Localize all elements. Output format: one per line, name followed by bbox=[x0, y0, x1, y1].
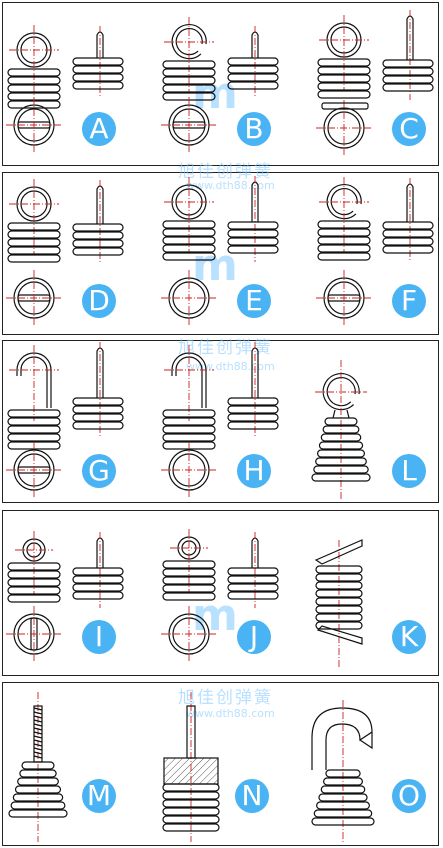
spring-I bbox=[6, 531, 124, 662]
label-badge-a: A bbox=[82, 112, 116, 146]
spring-A bbox=[6, 25, 124, 153]
spring-M bbox=[8, 692, 68, 842]
panel-row-5 bbox=[2, 682, 439, 846]
spring-K bbox=[314, 539, 363, 668]
label-badge-j: J bbox=[237, 620, 271, 654]
label-badge-m: M bbox=[82, 779, 116, 813]
label-badge-h: H bbox=[237, 454, 271, 488]
spring-N bbox=[162, 692, 220, 842]
label-badge-k: K bbox=[392, 620, 426, 654]
spring-F bbox=[316, 177, 434, 326]
label-badge-f: F bbox=[392, 284, 426, 318]
spring-E bbox=[161, 176, 279, 326]
panel-row-4 bbox=[2, 510, 439, 676]
label-badge-b: B bbox=[237, 112, 271, 146]
spring-C bbox=[316, 10, 434, 156]
spring-L bbox=[311, 360, 371, 500]
label-badge-i: I bbox=[82, 620, 116, 654]
panel-row-3 bbox=[2, 340, 439, 503]
spring-B bbox=[161, 17, 279, 153]
label-badge-c: C bbox=[392, 112, 426, 146]
spring-H bbox=[161, 342, 279, 498]
spring-O bbox=[311, 700, 375, 842]
spring-D bbox=[6, 179, 124, 326]
label-badge-g: G bbox=[82, 454, 116, 488]
label-badge-l: L bbox=[392, 454, 426, 488]
label-badge-o: O bbox=[392, 779, 426, 813]
spring-J bbox=[161, 529, 279, 662]
spring-C-bar bbox=[321, 102, 369, 110]
label-badge-d: D bbox=[82, 284, 116, 318]
label-badge-n: N bbox=[235, 779, 269, 813]
spring-G bbox=[6, 342, 124, 498]
label-badge-e: E bbox=[237, 284, 271, 318]
panel-row-1 bbox=[2, 2, 439, 166]
